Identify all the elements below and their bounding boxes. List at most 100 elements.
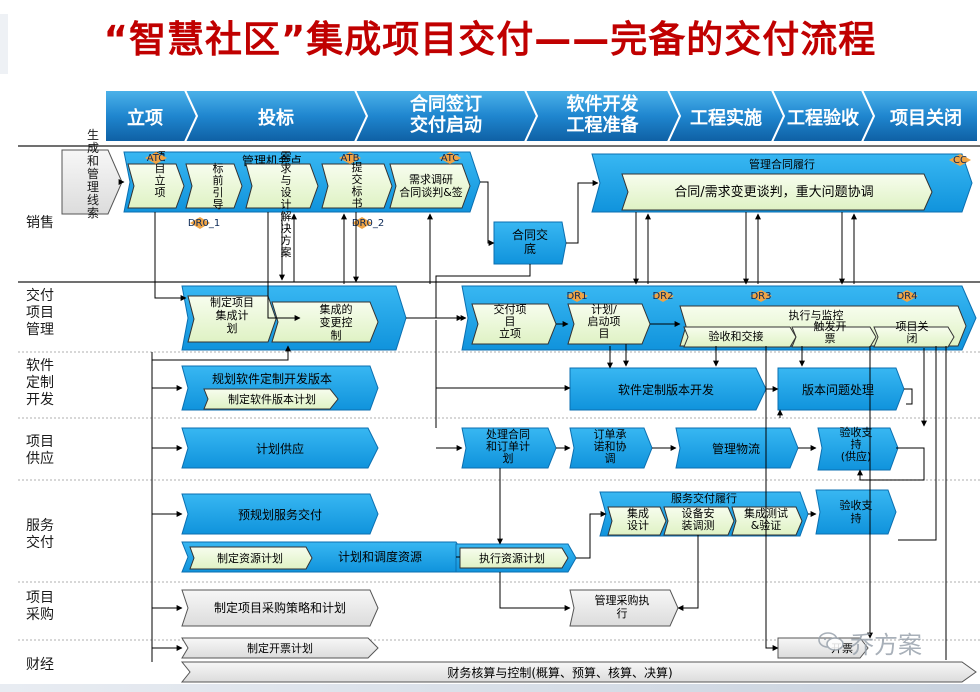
svg-text:计划/启动项目: 计划/启动项目: [588, 303, 621, 340]
svg-text:需求与设计解决方案: 需求与设计解决方案: [281, 150, 292, 259]
pm-lane: 制定项目集成计划 集成的变更控制 交付项目立项 计划/启动项目 执行与监控 验收…: [181, 285, 977, 351]
lane-label-procurement: 项目采购: [26, 590, 54, 623]
tag-dr1: [566, 290, 588, 302]
service-test: [731, 506, 803, 536]
contract-handover: [493, 221, 567, 265]
tag-dr3: [750, 290, 772, 302]
sw-issue: [777, 367, 905, 411]
lane-label-pm: 交付项目管理: [26, 287, 54, 338]
tag-dr4: [896, 290, 918, 302]
svg-text:生成和管理线索: 生成和管理线索: [87, 128, 99, 220]
svg-text:触发开票: 触发开票: [814, 319, 847, 345]
contract-mgmt-inner: [621, 173, 933, 211]
svg-text:财务核算与控制(概算、预算、核算、决算): 财务核算与控制(概算、预算、核算、决算): [447, 665, 672, 680]
phase-close-label: 项目关闭: [890, 107, 962, 129]
svg-text:提交标书: 提交标书: [352, 161, 363, 210]
svg-text:规划软件定制开发版本: 规划软件定制开发版本: [212, 371, 332, 386]
pm-close: [873, 326, 955, 348]
svg-text:制定开票计划: 制定开票计划: [247, 641, 313, 655]
sales-item-project-setup: [127, 163, 185, 209]
svg-text:集成的变更控制: 集成的变更控制: [320, 302, 353, 342]
svg-text:DR0_2: DR0_2: [352, 218, 384, 229]
watermark: 乔方案: [818, 626, 922, 659]
svg-text:执行与监控: 执行与监控: [789, 308, 844, 322]
pm-kickoff: [471, 303, 557, 345]
phase-software-prep-label: 软件开发工程准备: [567, 93, 640, 136]
phase-close-chevron: [860, 89, 979, 143]
tag-dr0-1: [190, 217, 210, 229]
supply-accept-support: [817, 427, 899, 471]
finance-control: [180, 661, 977, 683]
lead-box: 生成和管理线索: [61, 128, 123, 220]
title-accent: [0, 14, 8, 74]
tag-dr2: [652, 290, 674, 302]
phase-bidding-label: 投标: [258, 107, 294, 129]
footer-bar: [0, 684, 980, 692]
svg-text:DR2: DR2: [652, 291, 673, 302]
tag-atb: [339, 152, 361, 164]
svg-text:验收支持(供应): 验收支持(供应): [840, 425, 873, 463]
svg-text:DR1: DR1: [566, 291, 587, 302]
supply-logistics: [675, 427, 799, 469]
svg-text:ATB: ATB: [340, 153, 359, 164]
svg-text:合同交底: 合同交底: [512, 227, 548, 256]
sw-develop: [569, 367, 767, 411]
lane-label-finance: 财经: [26, 657, 54, 673]
svg-text:计划供应: 计划供应: [256, 441, 304, 456]
tag-dr0-2: [352, 217, 372, 229]
phase-setup-label: 立项: [127, 107, 163, 129]
svg-text:服务交付履行: 服务交付履行: [671, 491, 737, 505]
page-title: “智慧社区”集成项目交付——完备的交付流程: [103, 18, 877, 61]
supply-lane: 计划供应 处理合同和订单计划 订单承诺和协调 管理物流 验收支持(供应): [181, 425, 899, 471]
svg-text:管理物流: 管理物流: [712, 441, 760, 456]
svg-text:版本问题处理: 版本问题处理: [802, 383, 874, 397]
svg-text:制定项目集成计划: 制定项目集成计划: [210, 295, 254, 335]
lane-label-service: 服务交付: [26, 518, 54, 551]
svg-text:计划和调度资源: 计划和调度资源: [338, 549, 422, 564]
svg-text:CC: CC: [953, 155, 967, 166]
contract-mgmt-title: 管理合同履行: [749, 157, 815, 171]
lane-labels: 销售 交付项目管理 软件定制开发 项目供应 服务交付 项目采购 财经: [26, 215, 54, 673]
service-lane: 预规划服务交付 计划和调度资源 制定资源计划 执行资源计划 服务交付履行 集成设…: [181, 489, 897, 573]
sales-lane: 管理机会点 项目立项 标前引导 需求与设计解决方案 提交标书 需求调研合同谈判&…: [123, 150, 973, 265]
service-install: [663, 506, 735, 536]
service-design: [607, 506, 667, 536]
pm-change-control: [271, 301, 379, 343]
svg-text:验收和交接: 验收和交接: [709, 329, 764, 343]
service-accept-support: [815, 489, 897, 535]
svg-text:制定软件版本计划: 制定软件版本计划: [228, 392, 316, 406]
svg-text:交付项目立项: 交付项目立项: [494, 302, 527, 340]
pm-accept: [683, 326, 797, 348]
svg-text:标前引导: 标前引导: [213, 161, 224, 211]
service-preplan: [181, 493, 379, 535]
lane-separators: [18, 145, 980, 641]
service-resource-plan: [189, 546, 313, 570]
tag-cc: [949, 154, 971, 166]
sales-item-solution: [245, 163, 319, 209]
finance-invoice-plan: [181, 637, 379, 659]
decision-tags: ATC ATB ATC CC DR0_1 DR0_2 DR1 DR2 DR3 D…: [145, 152, 971, 302]
connectors: [118, 179, 947, 662]
sales-item-pre-bid: [185, 163, 243, 209]
svg-text:合同/需求变更谈判，重大问题协调: 合同/需求变更谈判，重大问题协调: [674, 184, 873, 200]
wechat-icon: [818, 632, 844, 651]
svg-text:验收支持: 验收支持: [840, 498, 873, 525]
phase-accept-label: 工程验收: [787, 107, 859, 129]
svg-text:需求调研合同谈判&签: 需求调研合同谈判&签: [399, 173, 463, 199]
svg-text:订单承诺和协调: 订单承诺和协调: [594, 428, 627, 465]
svg-text:执行资源计划: 执行资源计划: [479, 551, 545, 565]
svg-text:DR4: DR4: [896, 291, 917, 302]
svg-text:项目关闭: 项目关闭: [896, 319, 929, 345]
tag-atc: [145, 152, 167, 164]
svg-text:软件定制版本开发: 软件定制版本开发: [618, 382, 714, 397]
procure-strategy: [181, 589, 379, 627]
supply-order: [461, 427, 557, 469]
svg-text:处理合同和订单计划: 处理合同和订单计划: [486, 427, 530, 465]
supply-plan: [181, 427, 379, 469]
lane-label-supply: 项目供应: [26, 434, 54, 467]
software-lane: 规划软件定制开发版本 制定软件版本计划 软件定制版本开发 版本问题处理: [181, 365, 905, 411]
pm-plan-start: [567, 303, 651, 345]
svg-text:制定资源计划: 制定资源计划: [217, 551, 283, 565]
svg-text:ATC: ATC: [147, 153, 166, 164]
